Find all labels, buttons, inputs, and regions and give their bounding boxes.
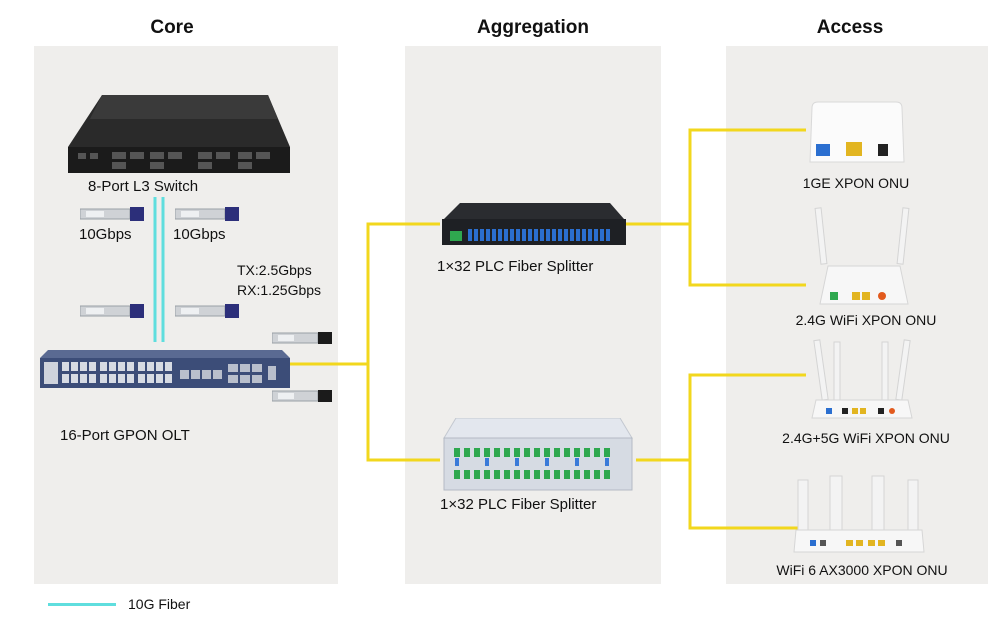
splitter-top-trunk bbox=[366, 222, 440, 462]
onu-wifi6-label: WiFi 6 AX3000 XPON ONU bbox=[776, 562, 948, 578]
onu-top-branch bbox=[688, 128, 806, 287]
legend-fiber-swatch bbox=[48, 603, 116, 606]
sfp-module-icon bbox=[175, 304, 239, 318]
sfp-module-icon bbox=[80, 207, 144, 221]
gpon-olt-label: 16-Port GPON OLT bbox=[60, 427, 190, 444]
plc-splitter-card-image bbox=[443, 418, 633, 491]
l3-switch-label: 8-Port L3 Switch bbox=[88, 178, 199, 195]
onu-dual-band-wifi-label: 2.4G+5G WiFi XPON ONU bbox=[782, 430, 950, 446]
sfp-left-speed-label: 10Gbps bbox=[79, 226, 132, 243]
onu-1ge-image bbox=[809, 101, 905, 163]
onu-24g-wifi-image bbox=[814, 207, 910, 305]
aggregation-title: Aggregation bbox=[477, 17, 589, 38]
plc-splitter-rack-image bbox=[442, 203, 626, 245]
legend-fiber-label: 10G Fiber bbox=[128, 596, 191, 612]
aggregation-panel bbox=[405, 46, 661, 584]
gpon-olt-image bbox=[40, 350, 290, 388]
sfp-module-icon bbox=[80, 304, 144, 318]
sfp-module-icon bbox=[175, 207, 239, 221]
onu-bottom-branch bbox=[688, 373, 806, 530]
onu-dual-band-wifi-image bbox=[811, 339, 913, 419]
access-title: Access bbox=[816, 17, 884, 38]
sfp-right-speed-label: 10Gbps bbox=[173, 226, 226, 243]
l3-switch-image bbox=[68, 95, 290, 173]
onu-wifi6-image bbox=[793, 475, 925, 553]
onu-1ge-label: 1GE XPON ONU bbox=[802, 175, 910, 191]
onu-24g-wifi-label: 2.4G WiFi XPON ONU bbox=[795, 312, 937, 328]
core-title: Core bbox=[150, 17, 194, 38]
sfp-module-icon bbox=[272, 390, 332, 402]
tx-rate-label: TX:2.5Gbps bbox=[237, 262, 312, 278]
splitter-bottom-label: 1×32 PLC Fiber Splitter bbox=[440, 496, 597, 513]
rx-rate-label: RX:1.25Gbps bbox=[237, 282, 322, 298]
splitter-top-label: 1×32 PLC Fiber Splitter bbox=[437, 258, 594, 275]
sfp-module-icon bbox=[272, 332, 332, 344]
